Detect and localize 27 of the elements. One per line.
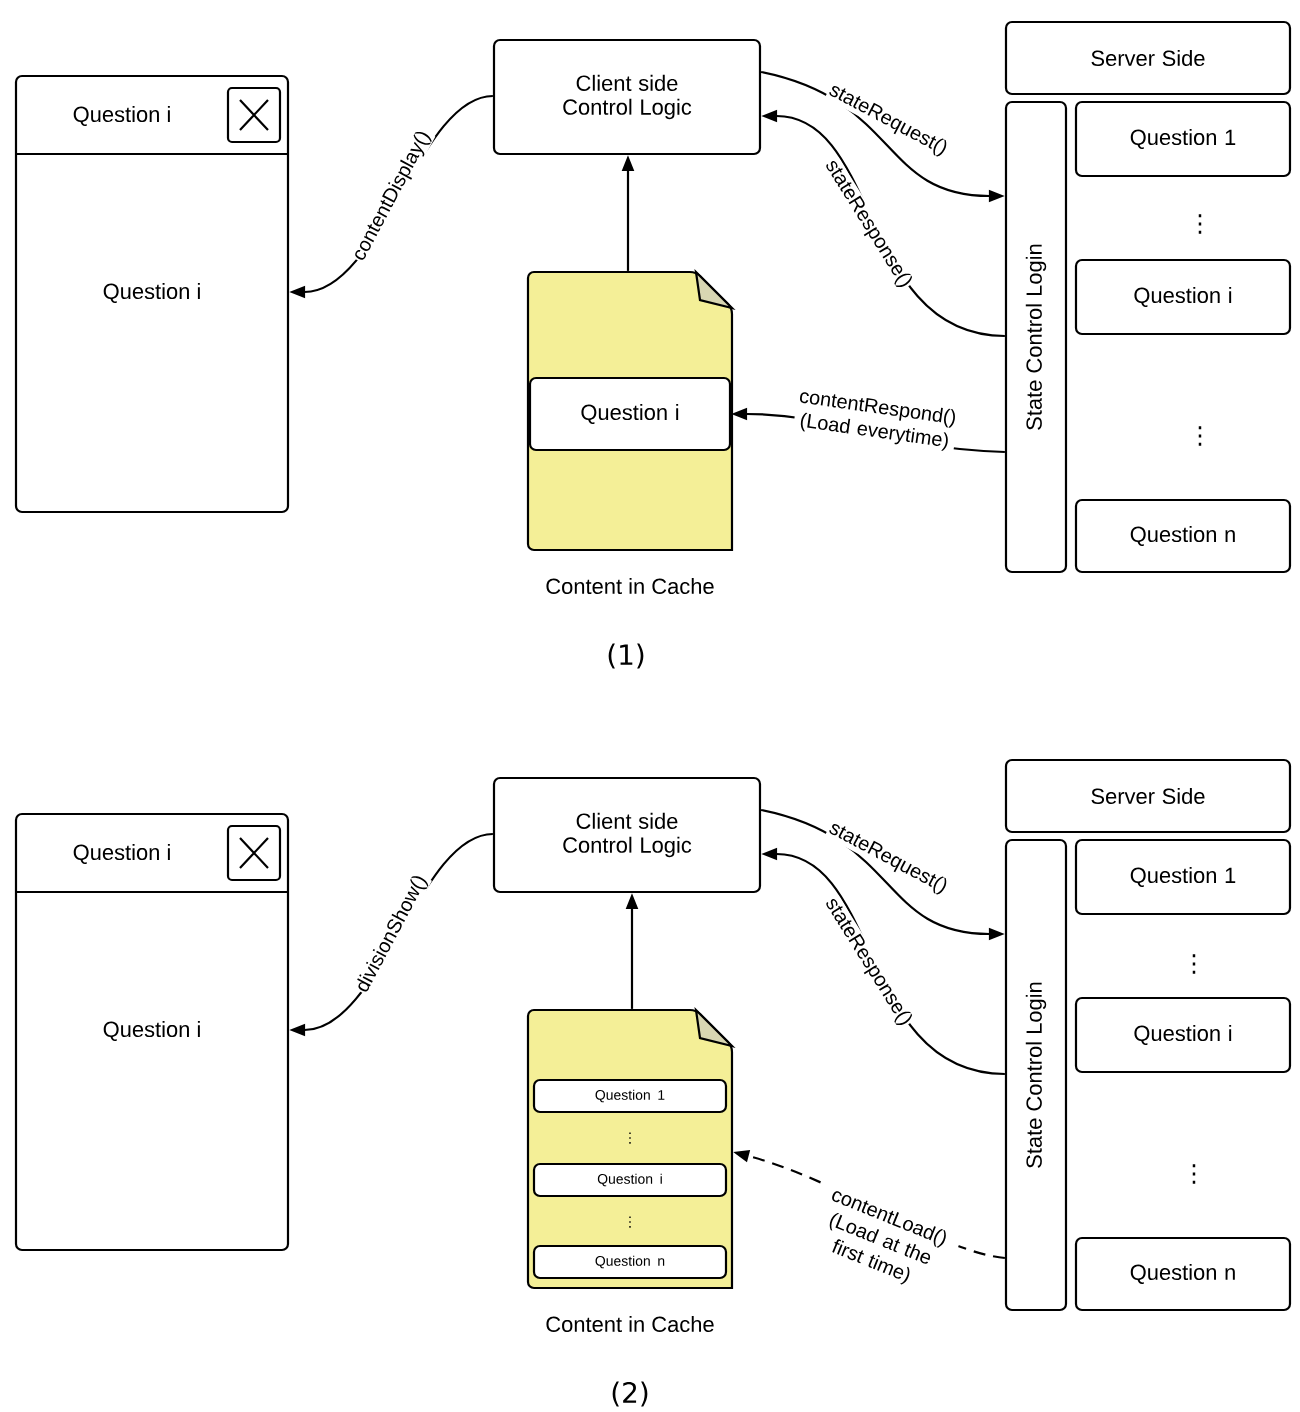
panel-number: (2) xyxy=(612,1381,648,1407)
window-box: Question i Question i xyxy=(14,812,290,1252)
process-box: Server Side xyxy=(1004,20,1292,96)
node-label: Content in Cache xyxy=(546,1315,714,1333)
node-label: Question i xyxy=(73,844,170,864)
node-label: Question i xyxy=(103,1021,200,1041)
process-box: Client side Control Logic xyxy=(492,38,762,156)
window-box: Question i Question i xyxy=(14,74,290,514)
process-box: Question i xyxy=(1074,258,1292,336)
process-box: Client side Control Logic xyxy=(492,776,762,894)
process-box: Server Side xyxy=(1004,758,1292,834)
process-box: Question 1 xyxy=(1074,100,1292,178)
ellipsis-mark: ⋮ xyxy=(1198,214,1202,234)
node-label: Question i xyxy=(103,283,200,303)
ellipsis-mark: ⋮ xyxy=(1192,954,1196,974)
vertical-box: State Control Login xyxy=(1004,838,1068,1312)
node-label: Content in Cache xyxy=(546,577,714,595)
node-label: Question i xyxy=(73,106,170,127)
panel-number: (1) xyxy=(608,643,644,669)
vertical-box: State Control Login xyxy=(1004,100,1068,574)
process-box: Question i xyxy=(1074,996,1292,1074)
process-box: Question n xyxy=(1074,498,1292,574)
process-box: Question i xyxy=(528,376,732,452)
ellipsis-mark: ⋮ xyxy=(1198,426,1202,446)
ellipsis-mark: ⋮ xyxy=(1192,1164,1196,1184)
process-box: Question n xyxy=(1074,1236,1292,1312)
process-box: Question 1 xyxy=(1074,838,1292,916)
